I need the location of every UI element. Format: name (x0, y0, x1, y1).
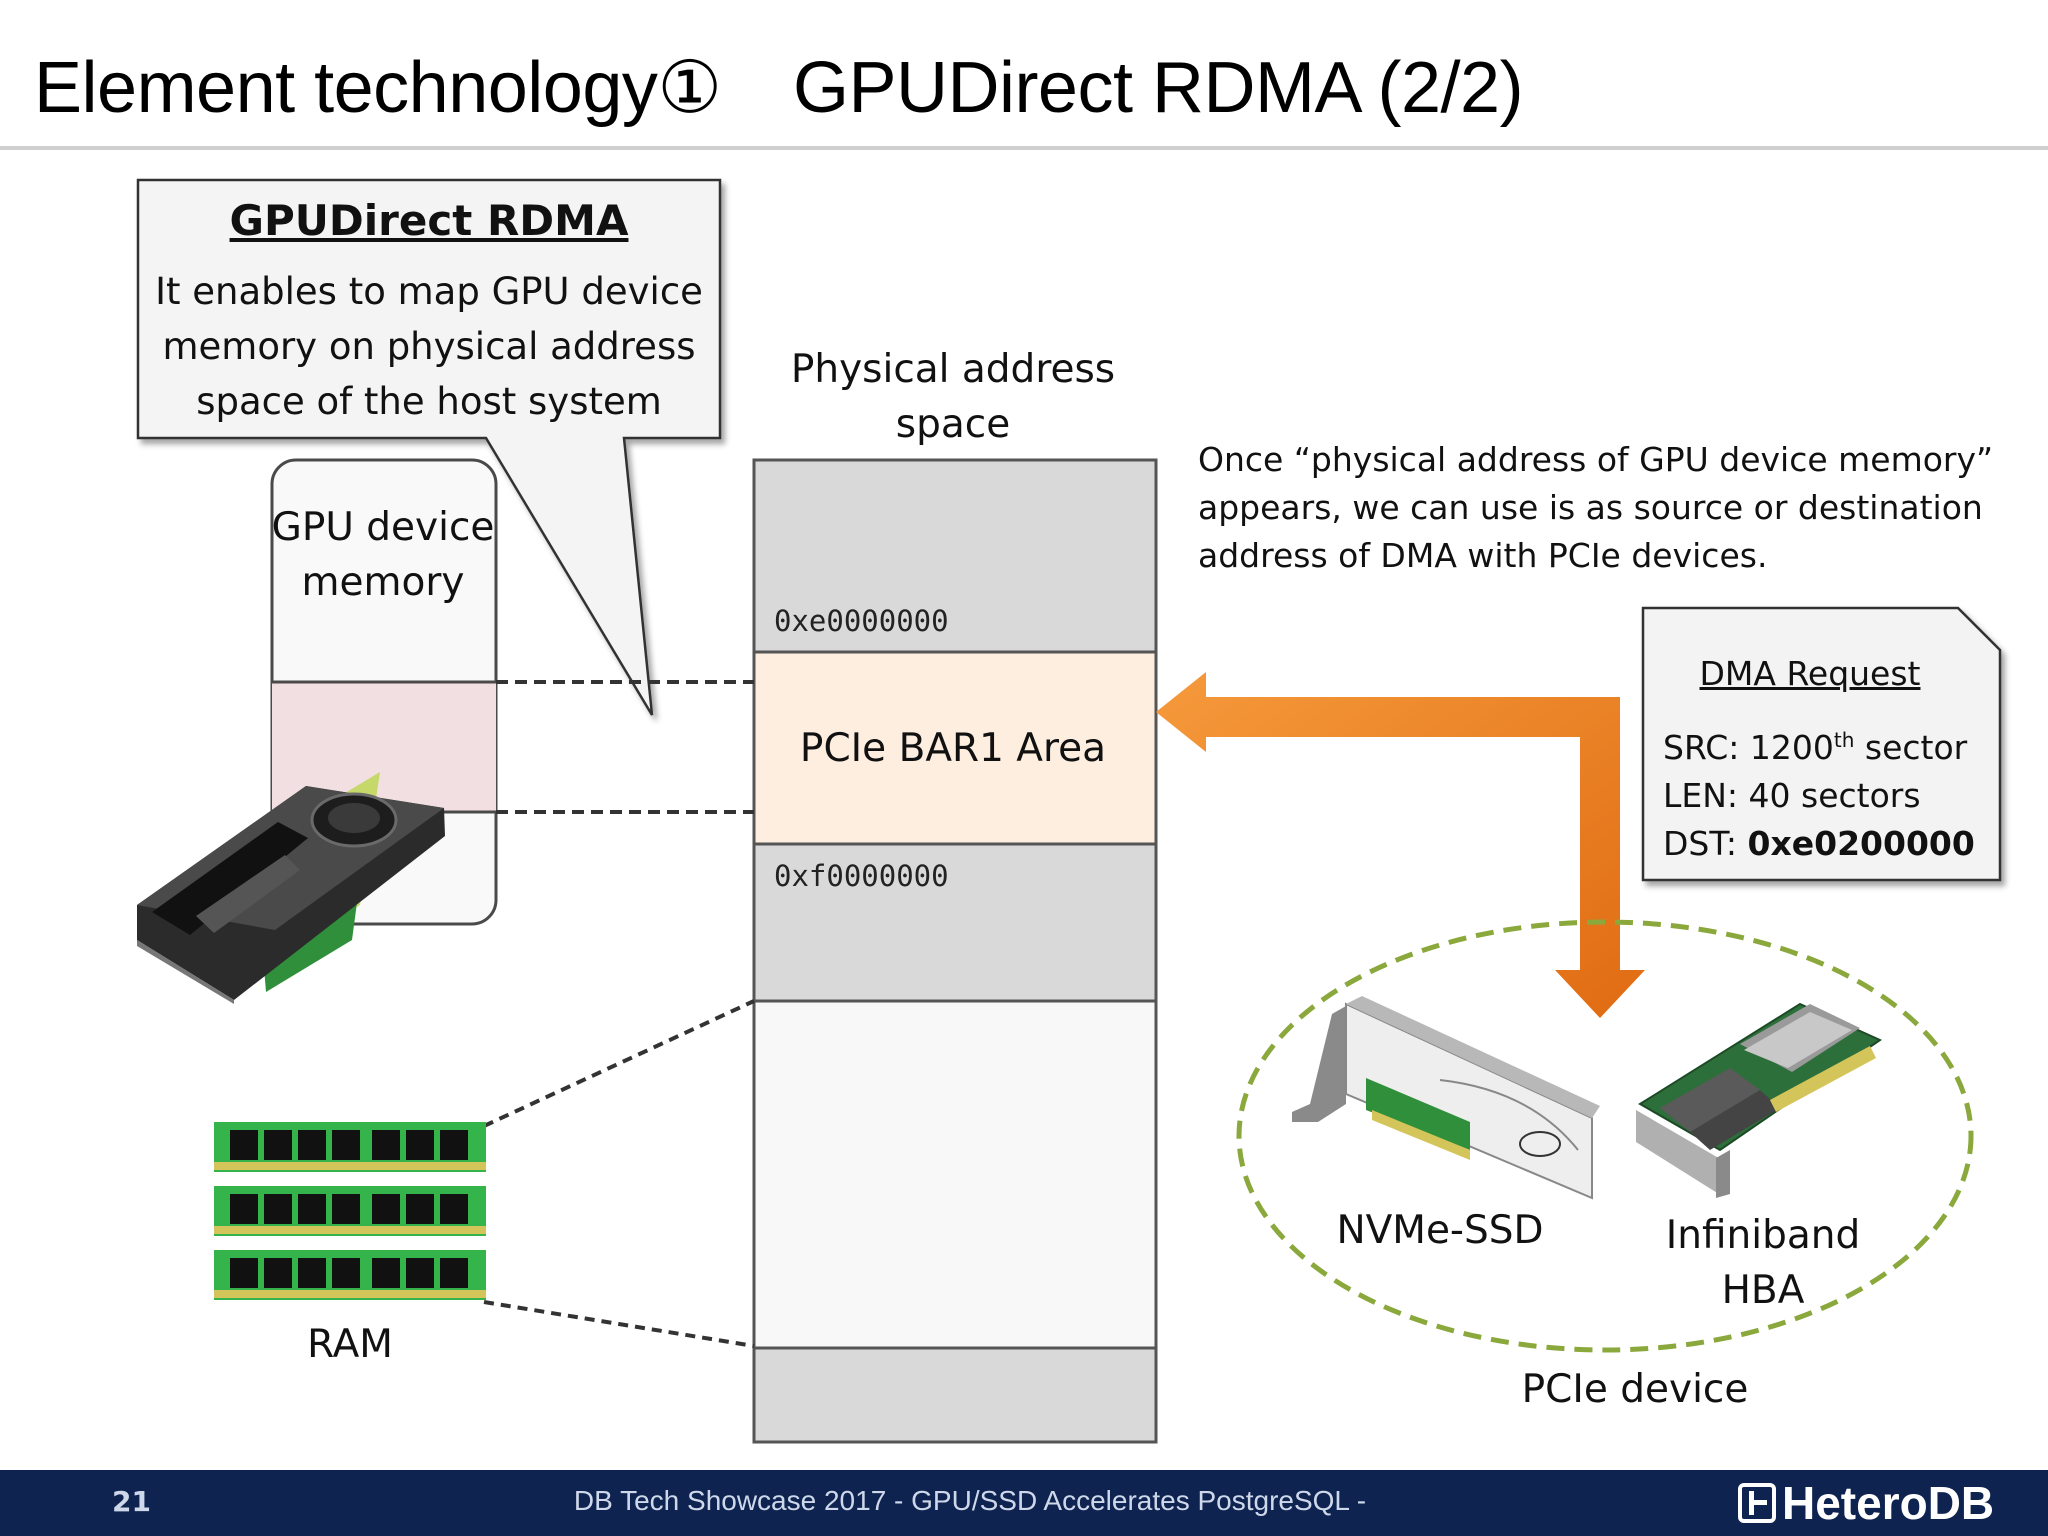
slide-title: Element technology① GPUDirect RDMA (2/2) (34, 48, 1524, 128)
address-block-ram (752, 999, 1158, 1350)
heterodb-logo: HeteroDB (1738, 1476, 1994, 1530)
ram-line-bottom (483, 1300, 755, 1348)
infiniband-hba-label: Infiniband HBA (1665, 1213, 1861, 1313)
page-number: 21 (112, 1485, 151, 1518)
dma-dst: DST: 0xe0200000 (1663, 824, 1975, 863)
pcie-device-group (1236, 919, 1974, 1353)
footer-bar (0, 1470, 2048, 1536)
pcie-device-label: PCIe device (1521, 1367, 1749, 1412)
infiniband-hba-icon (1636, 1002, 1883, 1198)
dma-request-note (1641, 606, 2002, 882)
logo-mark-icon (1738, 1483, 1776, 1523)
callout-body: It enables to map GPU device memory on p… (155, 270, 703, 423)
dma-request-title: DMA Request (1699, 654, 1921, 693)
title-divider (0, 146, 2048, 150)
callout-title: GPUDirect RDMA (229, 196, 629, 245)
physical-address-space-label: Physical address space (790, 347, 1116, 447)
callout-bubble (136, 178, 722, 716)
address-start: 0xe0000000 (774, 604, 949, 638)
explanation-note: Once “physical address of GPU device mem… (1198, 440, 1994, 575)
address-end: 0xf0000000 (774, 859, 949, 893)
ram-label: RAM (307, 1322, 393, 1367)
gpu-card-icon (137, 772, 445, 1004)
ram-icon (214, 1122, 486, 1300)
ram-line-top (483, 999, 755, 1128)
dma-arrow (1156, 672, 1645, 1018)
address-block-bottom (752, 1346, 1158, 1444)
diagram-graphics (136, 178, 2002, 1444)
footer-text: DB Tech Showcase 2017 - GPU/SSD Accelera… (573, 1485, 1367, 1516)
dma-src: SRC: 1200th sector (1663, 728, 1968, 767)
dma-request-fields: SRC: 1200th sector LEN: 40 sectors DST: … (1663, 716, 1975, 868)
bar1-area-label: PCIe BAR1 Area (799, 726, 1107, 771)
nvme-ssd-label: NVMe-SSD (1336, 1208, 1544, 1253)
nvme-ssd-icon (1292, 996, 1600, 1200)
gpu-memory-label: GPU device memory (271, 505, 495, 605)
dma-len: LEN: 40 sectors (1663, 776, 1921, 815)
